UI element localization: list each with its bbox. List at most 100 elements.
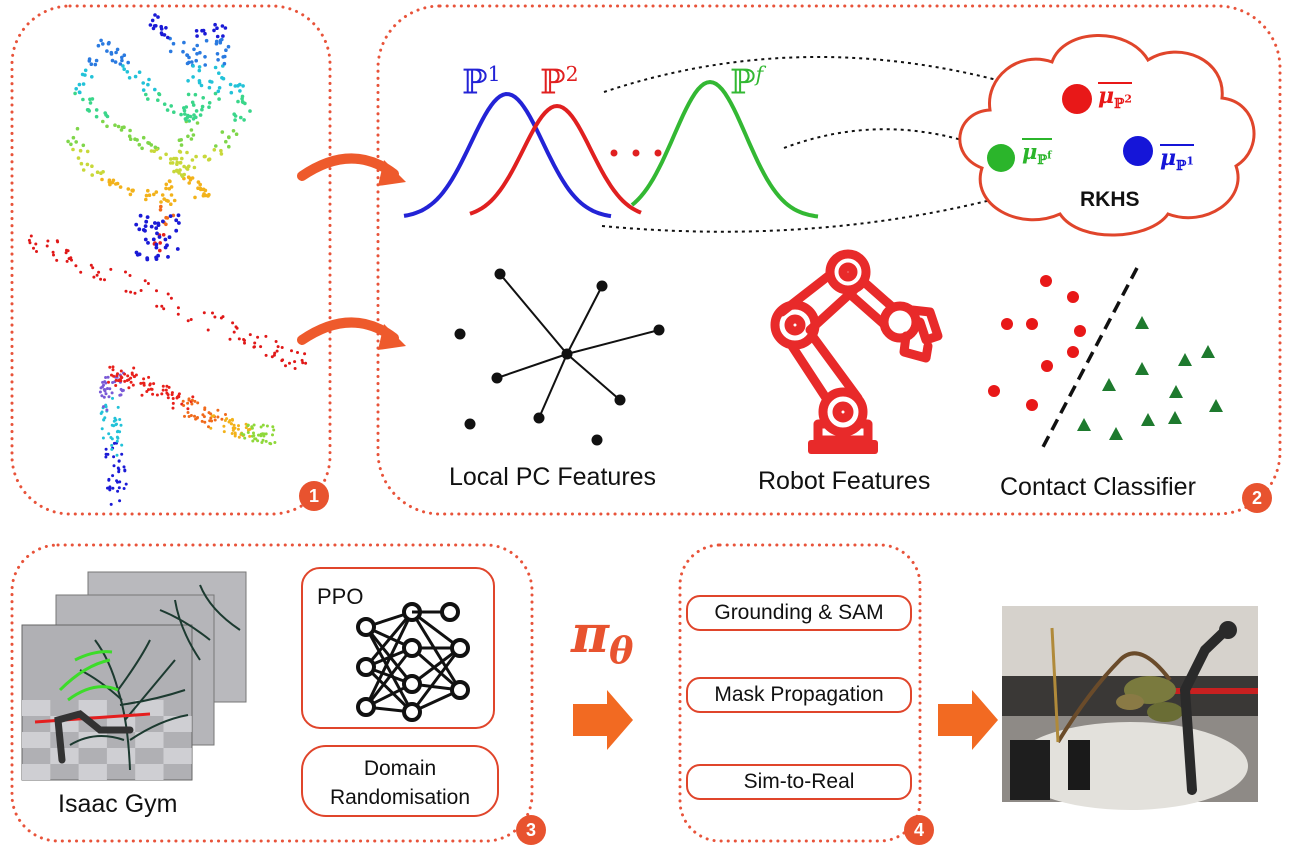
tree-point [93,62,98,67]
tree-point [164,26,168,30]
arm-point [247,428,251,432]
tree-point [224,139,228,144]
tree-point [224,48,228,52]
tree-point [147,193,152,197]
nn-edge [410,647,462,713]
branch-point [243,339,246,342]
tree-point [217,97,221,101]
branch-point [211,311,214,315]
tree-point [148,23,153,27]
arm-point [111,486,115,490]
tree-point [221,76,226,81]
arm-point [246,431,250,434]
arm-point [102,383,105,387]
tree-point [177,221,181,225]
arm-point [209,426,213,430]
tree-point [194,115,198,120]
tree-point [154,245,159,250]
checker-tile [106,748,136,764]
graph-node [533,412,545,424]
tree-point [197,68,202,73]
tree-point [172,198,177,203]
arm-point [110,373,113,377]
tree-point [193,195,197,200]
arm-point [190,402,194,406]
step-sim-to-real: Sim-to-Real [686,764,912,800]
arm-point [129,380,133,384]
nn-edge [364,665,414,714]
tree-point [157,92,161,96]
arm-point [161,384,165,388]
tree-point [107,40,111,45]
tree-point [164,152,168,157]
tree-point [153,145,158,150]
arm-point [186,407,190,411]
tree-point [174,228,179,233]
tree-point [90,75,94,79]
checker-tile [22,732,51,748]
arm-point [142,377,146,381]
distribution-curve-p1 [403,91,612,219]
nn-node [402,702,422,722]
branch-point [293,360,297,364]
tree-point [233,84,238,88]
class-point-green [1077,418,1091,431]
class-point-green [1168,411,1182,424]
tree-point [155,231,159,236]
branch-point [128,274,132,277]
class-point-red [1026,399,1038,411]
arm-point [259,432,263,436]
tree-point [242,118,246,122]
tree-point [196,180,201,184]
tree-point [144,219,149,224]
tree-point [143,237,148,242]
arm-point [116,489,120,493]
tree-point [161,233,166,237]
tree-point [186,92,191,97]
class-point-green [1209,399,1223,412]
tree-point [137,227,142,232]
arm-point [130,372,134,376]
arm-point [106,387,109,390]
class-point-red [988,385,1000,397]
arm-point [119,423,123,427]
step-mask-propagation: Mask Propagation [686,677,912,713]
class-point-red [1074,325,1086,337]
branch-point [70,258,73,262]
branch-point [32,246,35,250]
rkhs-label: RKHS [1080,188,1140,211]
tree-point [238,82,242,87]
sim-red-rod [34,712,151,724]
branch-point [162,307,166,311]
class-point-red [1067,346,1079,358]
tree-point [154,257,159,261]
branch-point [270,355,274,359]
panel-3-badge: 3 [516,815,546,845]
tree-point [203,31,207,36]
arm-point [101,436,105,440]
tree-point [101,119,105,124]
domain-randomisation-box [301,745,499,817]
branch-point [89,263,93,267]
embedding-dot-pf [987,144,1015,172]
rkhs-cloud [958,34,1256,237]
branch-point [231,321,235,325]
arm-point [123,379,127,383]
branch-point [288,361,291,365]
contact-classifier-label: Contact Classifier [1000,473,1196,501]
tree-point [137,252,142,257]
branch-point [186,319,190,323]
panel-2-border [376,4,1282,516]
arm-point [116,379,120,383]
tree-point [187,119,191,123]
arm-point [108,387,112,391]
arm-point [118,480,122,484]
tree-point [182,40,186,45]
tree-point [105,124,109,129]
tree-point [195,121,200,125]
branch-point [56,240,60,244]
tree-point [145,215,150,220]
tree-point [143,224,148,229]
tree-point [213,22,217,27]
tree-point [114,182,118,186]
